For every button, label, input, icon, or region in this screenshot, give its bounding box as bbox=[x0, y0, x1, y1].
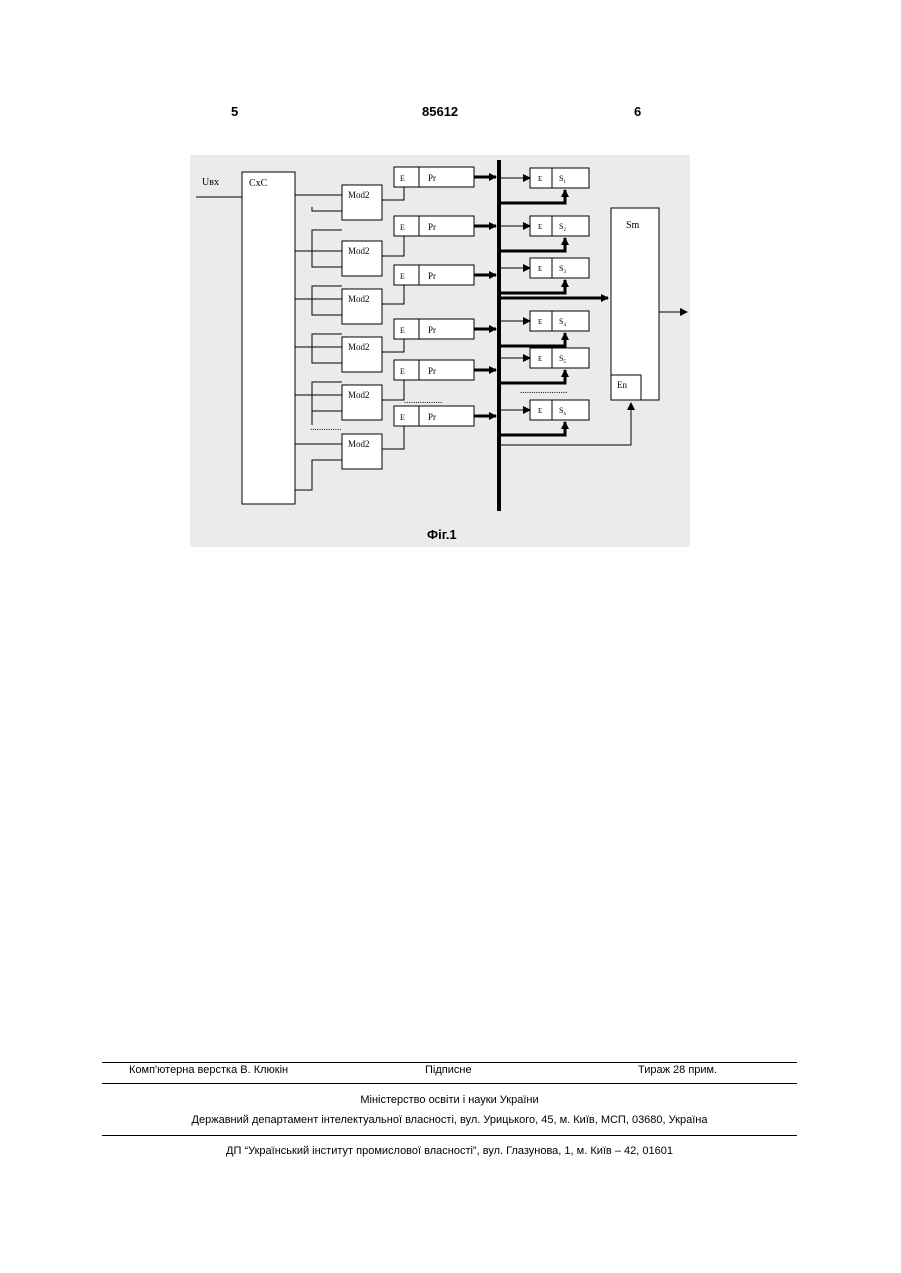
footer-rule-middle bbox=[102, 1083, 797, 1084]
input-label: Uвх bbox=[202, 177, 219, 188]
s-block-feedback-arrow bbox=[501, 238, 565, 251]
s-block-e-label: E bbox=[538, 175, 542, 183]
mod2-feedback-wire bbox=[312, 334, 342, 363]
register-pr-label: Pr bbox=[428, 173, 436, 183]
s-block-feedback-arrow bbox=[501, 370, 565, 383]
footer-ministry: Міністерство освіти і науки України bbox=[102, 1094, 797, 1106]
sm-label: Sm bbox=[626, 220, 640, 231]
register-e-label: E bbox=[400, 413, 405, 422]
mod2-feedback-wire bbox=[312, 286, 342, 315]
register-pr-label: Pr bbox=[428, 271, 436, 281]
mod2-to-register-wire bbox=[382, 426, 404, 449]
mod2-label: Mod2 bbox=[348, 390, 370, 400]
mod2-label: Mod2 bbox=[348, 294, 370, 304]
mod2-ellipsis: .............. bbox=[310, 422, 342, 432]
register-pr-label: Pr bbox=[428, 325, 436, 335]
mod2-to-register-wire bbox=[382, 187, 404, 200]
s-block-e-label: E bbox=[538, 265, 542, 273]
mod2-feedback-wire bbox=[312, 382, 342, 411]
s-block-e-label: E bbox=[538, 407, 542, 415]
en-label: En bbox=[617, 380, 627, 390]
page-number-right: 6 bbox=[634, 104, 641, 119]
register-e-label: E bbox=[400, 367, 405, 376]
cxc-label: CxC bbox=[249, 178, 268, 189]
mod2-to-register-wire bbox=[382, 285, 404, 304]
block-diagram: UвхCxCMod2Mod2Mod2Mod2Mod2Mod2..........… bbox=[190, 155, 690, 547]
figure-caption: Фіг.1 bbox=[427, 527, 457, 542]
mod2-to-register-wire bbox=[382, 236, 404, 256]
register-e-label: E bbox=[400, 326, 405, 335]
register-e-label: E bbox=[400, 174, 405, 183]
footer-rule-bottom bbox=[102, 1135, 797, 1136]
register-pr-label: Pr bbox=[428, 412, 436, 422]
cxc-block bbox=[242, 172, 295, 504]
register-pr-label: Pr bbox=[428, 222, 436, 232]
sm-block bbox=[611, 208, 659, 400]
mod2-label: Mod2 bbox=[348, 190, 370, 200]
mod2-label: Mod2 bbox=[348, 439, 370, 449]
register-pr-label: Pr bbox=[428, 366, 436, 376]
mod2-to-register-wire bbox=[382, 380, 404, 400]
s-block-feedback-arrow bbox=[501, 333, 565, 346]
footer-signed: Підписне bbox=[425, 1064, 472, 1076]
patent-number: 85612 bbox=[422, 104, 458, 119]
footer-layout-credit: Комп'ютерна верстка В. Клюкін bbox=[129, 1064, 288, 1076]
footer-circulation: Тираж 28 прим. bbox=[638, 1064, 717, 1076]
s-block-feedback-arrow bbox=[501, 280, 565, 293]
mod2-feedback-wire bbox=[295, 460, 342, 490]
s-block-e-label: E bbox=[538, 223, 542, 231]
mod2-feedback-wire bbox=[312, 230, 342, 267]
page-number-left: 5 bbox=[231, 104, 238, 119]
mod2-label: Mod2 bbox=[348, 246, 370, 256]
register-e-label: E bbox=[400, 272, 405, 281]
s-block-e-label: E bbox=[538, 355, 542, 363]
register-ellipsis: ................. bbox=[404, 395, 442, 405]
block-diagram-figure: UвхCxCMod2Mod2Mod2Mod2Mod2Mod2..........… bbox=[190, 155, 690, 547]
mod2-feedback-wire bbox=[312, 207, 342, 211]
mod2-label: Mod2 bbox=[348, 342, 370, 352]
s-block-feedback-arrow bbox=[501, 422, 565, 435]
footer-institute: ДП “Український інститут промислової вла… bbox=[102, 1145, 797, 1157]
s-block-feedback-arrow bbox=[501, 190, 565, 203]
footer-rule-top bbox=[102, 1062, 797, 1063]
s-block-ellipsis: ..................... bbox=[520, 385, 567, 395]
register-e-label: E bbox=[400, 223, 405, 232]
s-block-e-label: E bbox=[538, 318, 542, 326]
footer-department: Державний департамент інтелектуальної вл… bbox=[102, 1114, 797, 1126]
mod2-to-register-wire bbox=[382, 339, 404, 352]
